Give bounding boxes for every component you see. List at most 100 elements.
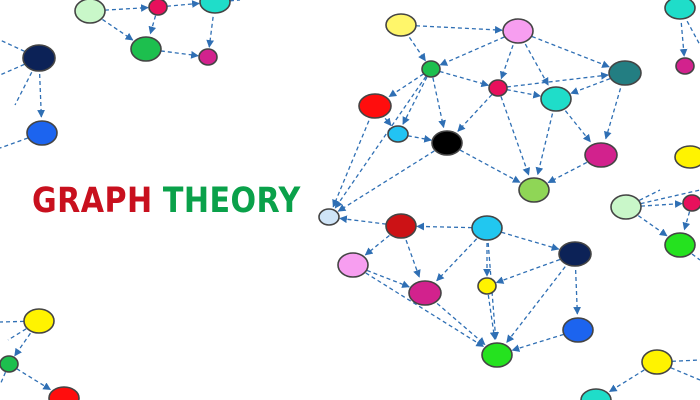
edge-bl1-offscreen	[0, 320, 25, 323]
edge-n4-n5	[506, 71, 609, 88]
node-br1	[641, 349, 673, 375]
node-n16	[337, 252, 369, 278]
edge-n2-n3	[439, 36, 505, 66]
edge-tl6-offscreen	[14, 71, 33, 106]
node-n8	[387, 125, 409, 143]
edge-n15-n20	[506, 266, 566, 343]
edge-n6-n8	[383, 117, 392, 127]
edge-n5-n10	[604, 88, 622, 140]
edge-n5-n7	[570, 78, 611, 95]
edge-tl3-offscreen	[229, 0, 241, 2]
edge-tl2-tl3	[166, 0, 200, 8]
edge-n7-n10	[564, 110, 591, 143]
title-word-theory: THEORY	[162, 181, 301, 221]
node-bl1	[23, 308, 55, 334]
node-tl5	[198, 48, 218, 66]
node-tr2	[675, 57, 695, 75]
node-n20	[481, 342, 513, 368]
node-r1	[674, 145, 700, 169]
node-n17	[408, 280, 442, 306]
edge-n4-n9	[457, 94, 493, 132]
edge-n15-n18	[495, 258, 561, 284]
edge-bl2-offscreen	[0, 372, 7, 386]
edge-n1-n3	[408, 37, 426, 62]
edge-tl6-tl7	[37, 73, 45, 118]
edge-n10-n11	[547, 161, 588, 184]
node-n12	[318, 208, 340, 226]
edge-n3-n6	[388, 73, 424, 98]
node-n9	[431, 130, 463, 156]
node-tl6	[22, 44, 56, 72]
node-n3	[421, 60, 441, 78]
edge-n6-n12	[332, 120, 370, 208]
edge-n14-n13	[416, 222, 473, 231]
edge-br1-offscreen	[671, 359, 700, 362]
node-n1	[385, 13, 417, 37]
edge-n7-n11	[535, 113, 554, 176]
edge-tl4-tl5	[160, 50, 199, 59]
edge-bl2-bl3	[16, 368, 52, 391]
edge-n4-n7	[506, 89, 542, 99]
edge-br1-br2	[608, 369, 645, 393]
node-n18	[477, 277, 497, 295]
edge-n16-n20	[365, 272, 485, 348]
node-br2	[580, 388, 612, 400]
edge-bl1-offscreen	[7, 328, 27, 341]
edge-n2-n5	[531, 35, 610, 68]
edge-n2-n7	[524, 43, 549, 86]
edge-r3-r4	[682, 211, 691, 231]
node-tl3	[199, 0, 231, 14]
title-word-graph: GRAPH	[32, 181, 153, 221]
node-n2	[502, 18, 534, 44]
node-n10	[584, 142, 618, 168]
node-tr1	[664, 0, 696, 20]
edge-n3-n8	[402, 76, 428, 125]
edge-tl2-tl4	[148, 15, 157, 35]
node-tl7	[26, 120, 58, 146]
node-n5	[608, 60, 642, 86]
node-n6	[358, 93, 392, 119]
edge-tr1-tr2	[679, 22, 688, 57]
edge-bl1-bl2	[14, 332, 31, 357]
edge-n16-n17	[366, 269, 410, 288]
edge-n14-n17	[436, 238, 478, 282]
node-n13	[385, 213, 417, 239]
edge-n14-n15	[501, 231, 560, 251]
edge-n18-n20	[487, 294, 498, 340]
edge-n2-n4	[499, 44, 514, 80]
node-tl4	[130, 36, 162, 62]
node-r3	[682, 194, 700, 212]
edge-n14-n20	[487, 242, 500, 340]
edge-n17-n20	[436, 302, 486, 346]
edge-n15-n19	[573, 269, 581, 315]
edge-tl3-tl5	[206, 16, 215, 48]
node-n11	[518, 177, 550, 203]
edge-tr1-offscreen	[686, 20, 700, 46]
edge-n8-n9	[407, 135, 433, 143]
edge-n3-n12	[334, 76, 427, 209]
edge-n3-n4	[439, 70, 490, 88]
edge-r4-offscreen	[691, 253, 700, 261]
edge-tl1-tl2	[104, 4, 149, 12]
node-n7	[540, 86, 572, 112]
edge-r2-offscreen	[639, 189, 661, 201]
node-r4	[664, 232, 696, 258]
edge-r2-r4	[637, 215, 668, 237]
node-r2	[610, 194, 642, 220]
edge-r2-r3	[640, 200, 683, 208]
edge-n19-n20	[511, 333, 564, 352]
node-bl3	[48, 386, 80, 400]
node-bl2	[0, 355, 19, 373]
node-n19	[562, 317, 594, 343]
edge-tl6-offscreen	[0, 63, 25, 76]
edge-n13-n17	[405, 239, 421, 278]
node-tl1	[74, 0, 106, 24]
node-n4	[488, 79, 508, 97]
node-tl2	[148, 0, 168, 16]
edge-n13-n16	[364, 234, 390, 256]
edge-n1-n2	[415, 25, 503, 34]
edge-br1-offscreen	[670, 367, 700, 381]
